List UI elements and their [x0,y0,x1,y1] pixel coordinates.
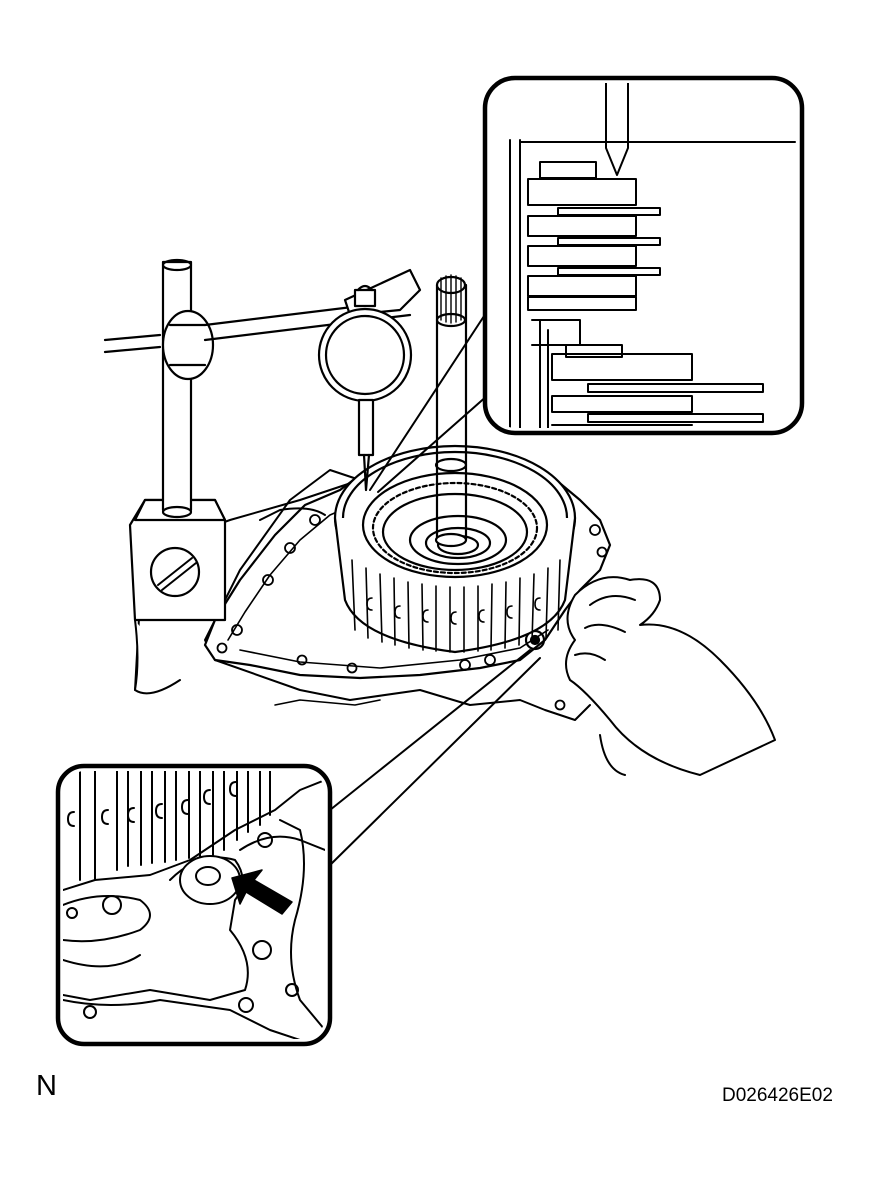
figure-code: D026426E02 [722,1085,833,1106]
clutch-drum [333,444,577,654]
detail-inset-bottom [55,763,333,1047]
view-letter: N [36,1070,57,1102]
detail-inset-top [482,75,805,436]
drum-splines [351,559,561,653]
arrow-icon [231,869,293,915]
input-shaft [434,274,468,548]
technician-hands [134,507,776,776]
dial-indicator [317,268,422,492]
zoom-leader-top [369,309,489,493]
bolt-holes [216,514,608,711]
zoom-leader-bottom [324,649,541,871]
